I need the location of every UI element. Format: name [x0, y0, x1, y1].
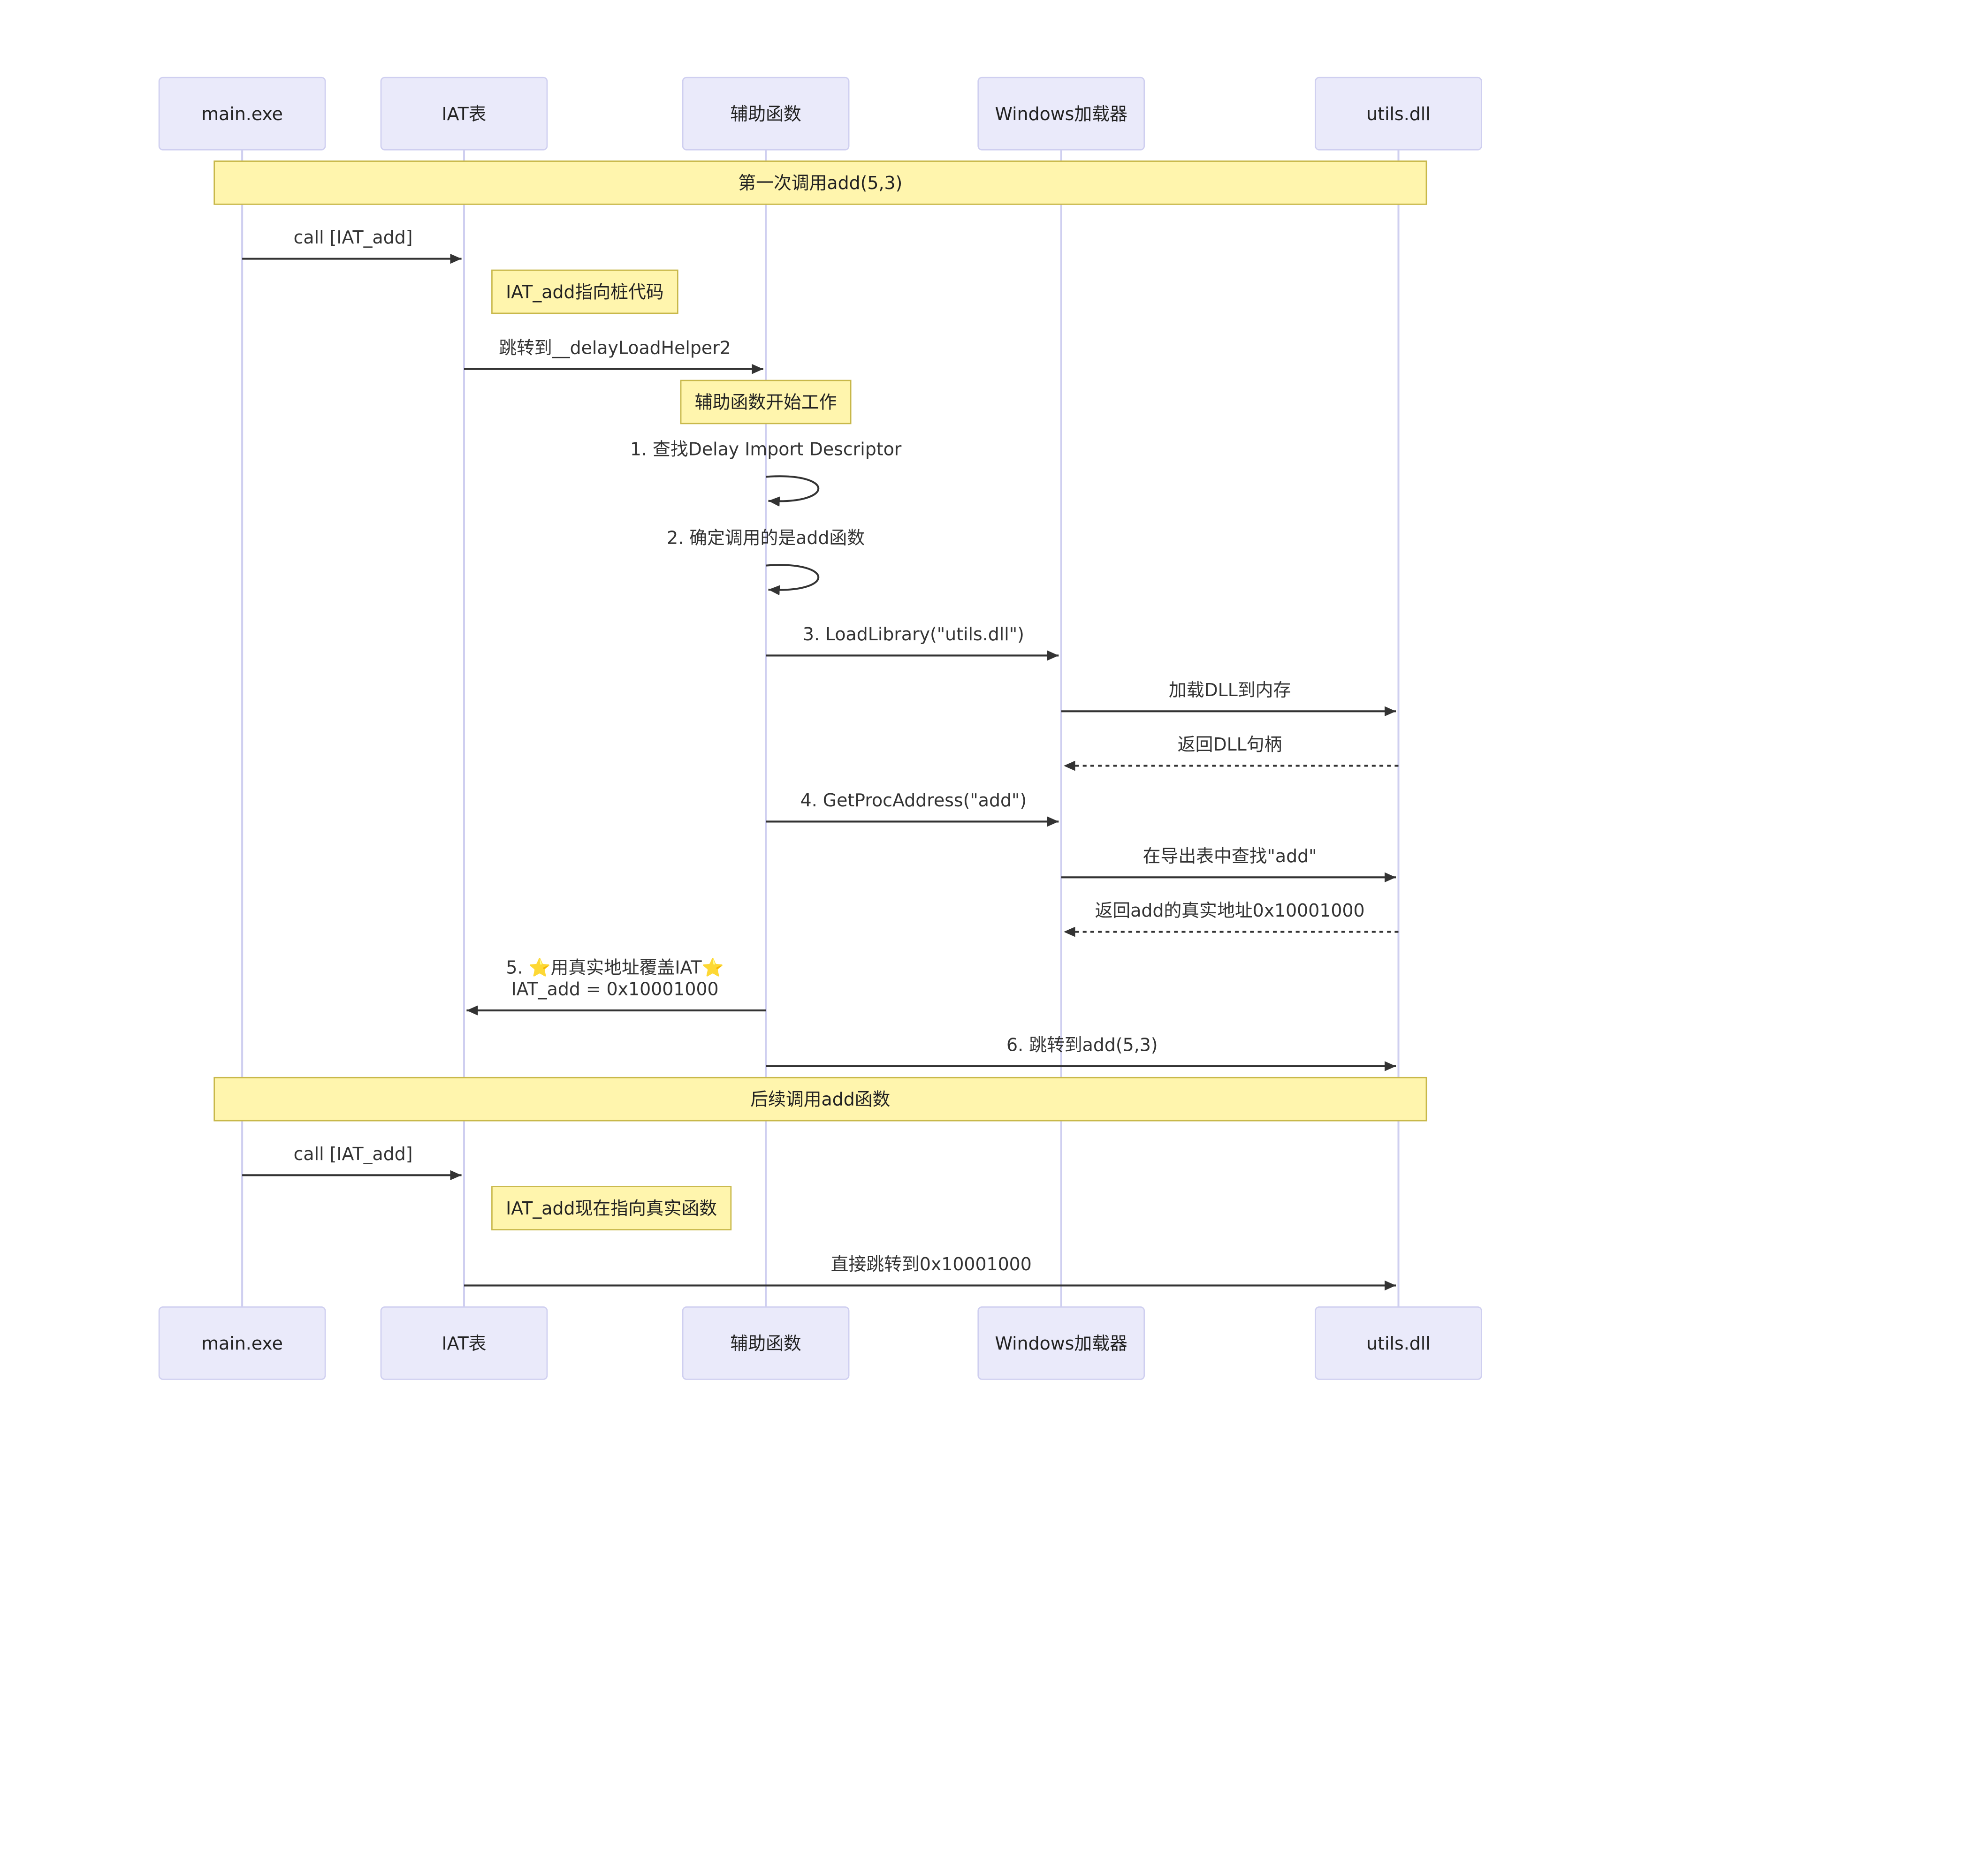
- actor-label: IAT表: [442, 1333, 486, 1354]
- note-box: [213, 160, 1427, 205]
- actor-helper-top: 辅助函数: [682, 76, 850, 151]
- self-message: 2. 确定调用的是add函数: [667, 528, 865, 596]
- actor-box: [1315, 76, 1482, 151]
- actor-label: utils.dll: [1366, 1333, 1431, 1354]
- actor-loader-bottom: Windows加载器: [977, 1306, 1145, 1380]
- message-label: 6. 跳转到add(5,3): [1006, 1035, 1158, 1055]
- actor-dll-bottom: utils.dll: [1315, 1306, 1482, 1380]
- actor-box: [977, 76, 1145, 151]
- actor-main-top: main.exe: [158, 76, 326, 151]
- note: 辅助函数开始工作: [680, 379, 852, 425]
- message: 返回DLL句柄: [1064, 734, 1399, 771]
- message-label: 加载DLL到内存: [1169, 680, 1291, 700]
- actor-box: [682, 76, 850, 151]
- actor-iat-top: IAT表: [380, 76, 548, 151]
- note: IAT_add指向桩代码: [491, 269, 678, 314]
- self-arrow: [765, 475, 820, 507]
- actor-box: [977, 1306, 1145, 1380]
- message-label: 2. 确定调用的是add函数: [667, 528, 865, 548]
- note: IAT_add现在指向真实函数: [491, 1186, 732, 1230]
- message-label: 返回add的真实地址0x10001000: [1095, 900, 1365, 921]
- actor-box: [380, 1306, 548, 1380]
- actor-box: [380, 76, 548, 151]
- actor-label: 辅助函数: [730, 104, 801, 124]
- message-label: 4. GetProcAddress("add"): [800, 790, 1027, 811]
- message: 跳转到__delayLoadHelper2: [464, 337, 763, 374]
- actor-label: Windows加载器: [995, 1333, 1127, 1354]
- message: call [IAT_add]: [242, 227, 462, 264]
- note-text: 辅助函数开始工作: [695, 392, 837, 413]
- actor-label: main.exe: [201, 104, 283, 124]
- message: call [IAT_add]: [242, 1144, 462, 1181]
- message-label: 返回DLL句柄: [1178, 734, 1282, 755]
- message-label: 3. LoadLibrary("utils.dll"): [803, 624, 1024, 645]
- self-arrow: [765, 564, 820, 596]
- message-label: 5. ⭐用真实地址覆盖IAT⭐: [506, 957, 724, 978]
- note-text: IAT_add指向桩代码: [506, 281, 663, 302]
- section-banner: 第一次调用add(5,3): [213, 160, 1427, 205]
- note-text: 后续调用add函数: [750, 1089, 890, 1110]
- section-banner: 后续调用add函数: [213, 1077, 1427, 1122]
- messages-layer: call [IAT_add] 跳转到__delayLoadHelper2 1. 查找…: [242, 227, 1399, 1291]
- note-text: 第一次调用add(5,3): [738, 173, 902, 193]
- actor-dll-top: utils.dll: [1315, 76, 1482, 151]
- message: 3. LoadLibrary("utils.dll"): [766, 624, 1059, 661]
- actor-label: utils.dll: [1366, 104, 1431, 124]
- message-label: 1. 查找Delay Import Descriptor: [630, 439, 902, 459]
- message: 在导出表中查找"add": [1061, 846, 1396, 883]
- sections-layer: 第一次调用add(5,3) 后续调用add函数: [213, 160, 1427, 1122]
- actor-box: [158, 1306, 326, 1380]
- actor-label: IAT表: [442, 104, 486, 124]
- message: 5. ⭐用真实地址覆盖IAT⭐IAT_add = 0x10001000: [466, 957, 766, 1016]
- note-text: IAT_add现在指向真实函数: [506, 1198, 717, 1219]
- actor-box: [682, 1306, 850, 1380]
- actor-main-bottom: main.exe: [158, 1306, 326, 1380]
- actor-label: 辅助函数: [730, 1333, 801, 1354]
- self-message: 1. 查找Delay Import Descriptor: [630, 439, 902, 507]
- actor-box: [1315, 1306, 1482, 1380]
- actor-iat-bottom: IAT表: [380, 1306, 548, 1380]
- message-label: call [IAT_add]: [294, 1144, 413, 1164]
- actor-helper-bottom: 辅助函数: [682, 1306, 850, 1380]
- note-box: [213, 1077, 1427, 1122]
- actor-box: [158, 76, 326, 151]
- actor-label: Windows加载器: [995, 104, 1127, 124]
- message: 返回add的真实地址0x10001000: [1064, 900, 1399, 937]
- note-box: [491, 269, 678, 314]
- note-box: [680, 379, 852, 425]
- message: 直接跳转到0x10001000: [464, 1254, 1396, 1291]
- message: 4. GetProcAddress("add"): [766, 790, 1059, 827]
- message-label: call [IAT_add]: [294, 227, 413, 248]
- note-box: [491, 1186, 732, 1230]
- message-label: 在导出表中查找"add": [1143, 846, 1317, 866]
- message: 加载DLL到内存: [1061, 680, 1396, 717]
- actor-label: main.exe: [201, 1333, 283, 1354]
- message: 6. 跳转到add(5,3): [766, 1035, 1396, 1071]
- actor-loader-top: Windows加载器: [977, 76, 1145, 151]
- actors-layer: main.exemain.exeIAT表IAT表辅助函数辅助函数Windows加…: [158, 76, 1482, 1380]
- message-label: 直接跳转到0x10001000: [831, 1254, 1032, 1274]
- lifelines-layer: [241, 150, 1400, 1307]
- message-label: 跳转到__delayLoadHelper2: [499, 337, 731, 358]
- message-label: IAT_add = 0x10001000: [511, 979, 719, 1000]
